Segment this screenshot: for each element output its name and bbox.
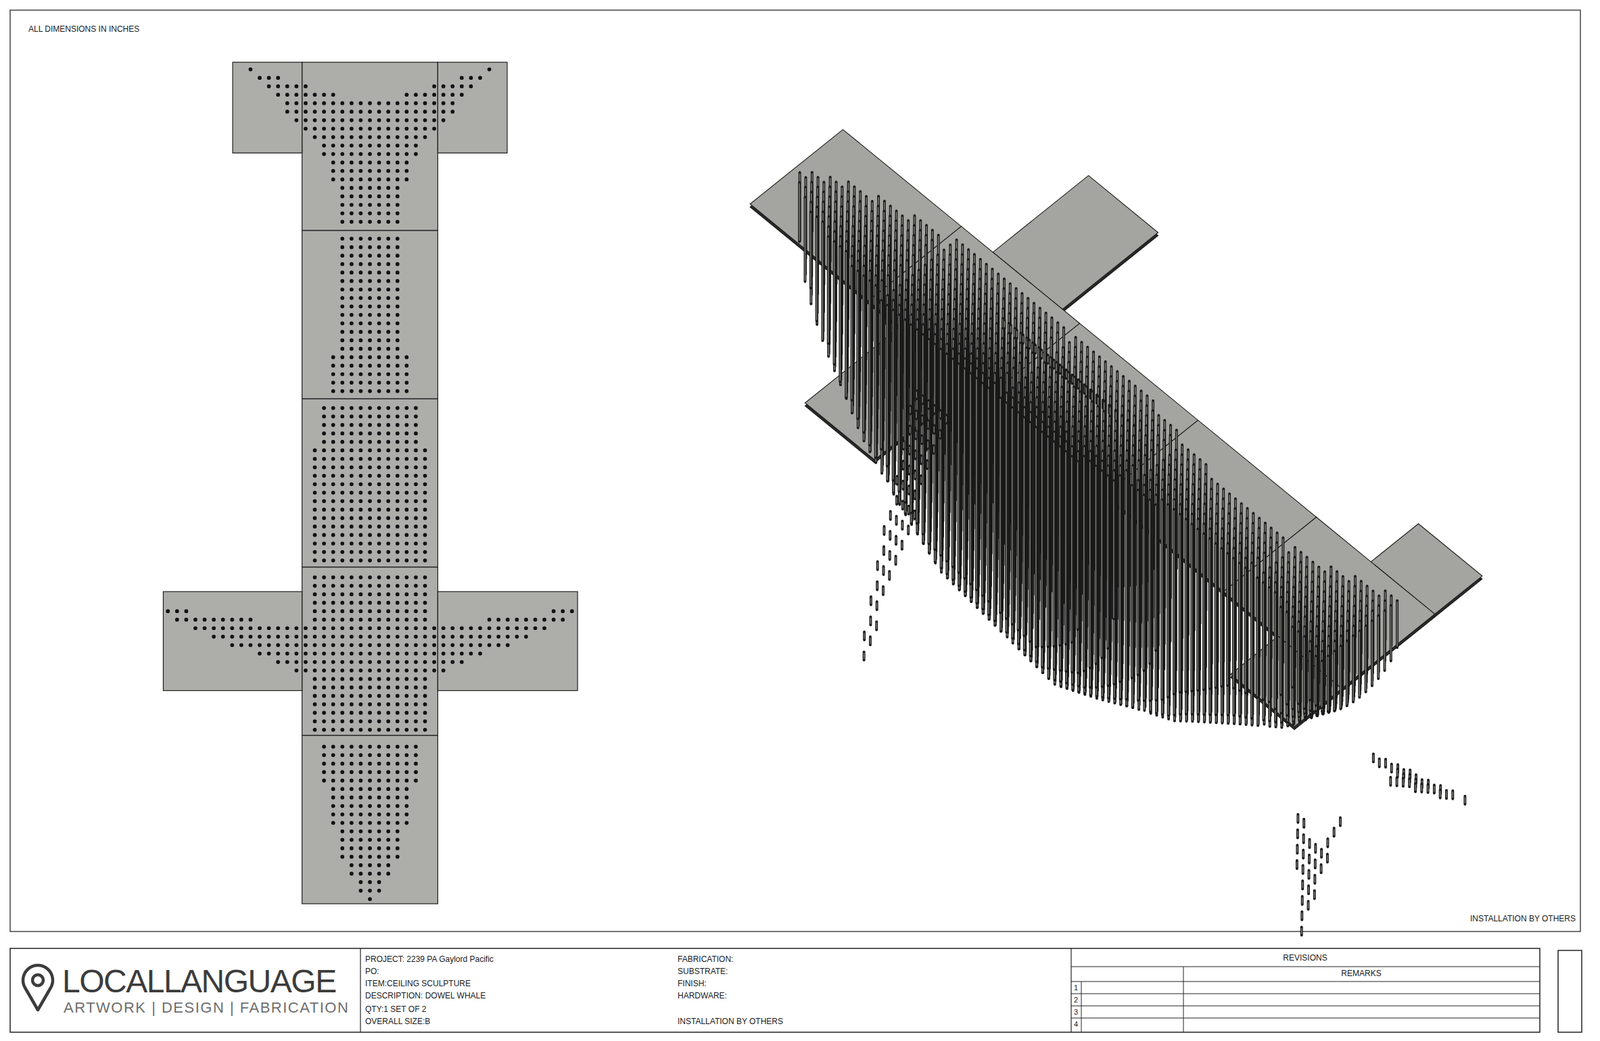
sheet-note: INSTALLATION BY OTHERS	[1470, 914, 1576, 925]
logo-tagline: ARTWORK | DESIGN | FABRICATION	[63, 999, 349, 1017]
label-anchor: HARDWARE:	[677, 992, 727, 1002]
title-field: DESCRIPTION: DOWEL WHALE	[365, 992, 486, 1002]
title-field: QTY:1 SET OF 2	[365, 1005, 427, 1016]
label-anchor: ITEM:CEILING SCULPTURE	[365, 979, 471, 990]
title-field: PO:	[365, 967, 380, 978]
label-anchor: INSTALLATION BY OTHERS	[677, 1017, 784, 1028]
table-header: REMARKS	[1340, 969, 1381, 980]
label-anchor: 3	[1073, 1008, 1078, 1018]
label-anchor: QTY:1 SET OF 2	[365, 1005, 427, 1016]
title-field: ITEM:CEILING SCULPTURE	[365, 979, 471, 990]
label-anchor: 1	[1073, 983, 1078, 993]
revision-number: 3	[1073, 1008, 1078, 1018]
revision-number: 1	[1073, 983, 1078, 993]
title-field: INSTALLATION BY OTHERS	[677, 1017, 784, 1028]
label-anchor: ARTWORK | DESIGN | FABRICATION	[63, 999, 349, 1017]
label-anchor: REMARKS	[1340, 969, 1381, 980]
title-field: HARDWARE:	[677, 992, 727, 1002]
label-anchor: REVISIONS	[1282, 954, 1327, 964]
label-anchor: PROJECT: 2239 PA Gaylord Pacific	[365, 955, 494, 966]
revision-number: 4	[1073, 1020, 1078, 1030]
label-anchor: INSTALLATION BY OTHERS	[1470, 914, 1576, 925]
sheet-note: ALL DIMENSIONS IN INCHES	[28, 25, 140, 35]
title-field: FABRICATION:	[677, 955, 734, 966]
label-anchor: PO:	[365, 967, 380, 978]
label-anchor: 4	[1073, 1020, 1078, 1030]
label-anchor: FABRICATION:	[677, 955, 734, 966]
label-anchor: 2	[1073, 996, 1078, 1005]
title-field: SUBSTRATE:	[677, 967, 728, 978]
title-field: OVERALL SIZE:B	[365, 1017, 431, 1028]
table-header: REVISIONS	[1282, 954, 1327, 964]
logo-wordmark: LOCALLANGUAGE	[62, 962, 337, 1001]
title-field: PROJECT: 2239 PA Gaylord Pacific	[365, 955, 494, 966]
label-anchor: ALL DIMENSIONS IN INCHES	[28, 25, 140, 35]
label-anchor: DESCRIPTION: DOWEL WHALE	[365, 992, 486, 1002]
label-anchor: OVERALL SIZE:B	[365, 1017, 431, 1028]
label-anchor: SUBSTRATE:	[677, 967, 728, 978]
revision-number: 2	[1073, 996, 1078, 1005]
title-field: FINISH:	[677, 979, 707, 990]
label-anchor: FINISH:	[677, 979, 707, 990]
label-anchor: LOCALLANGUAGE	[62, 962, 337, 1001]
